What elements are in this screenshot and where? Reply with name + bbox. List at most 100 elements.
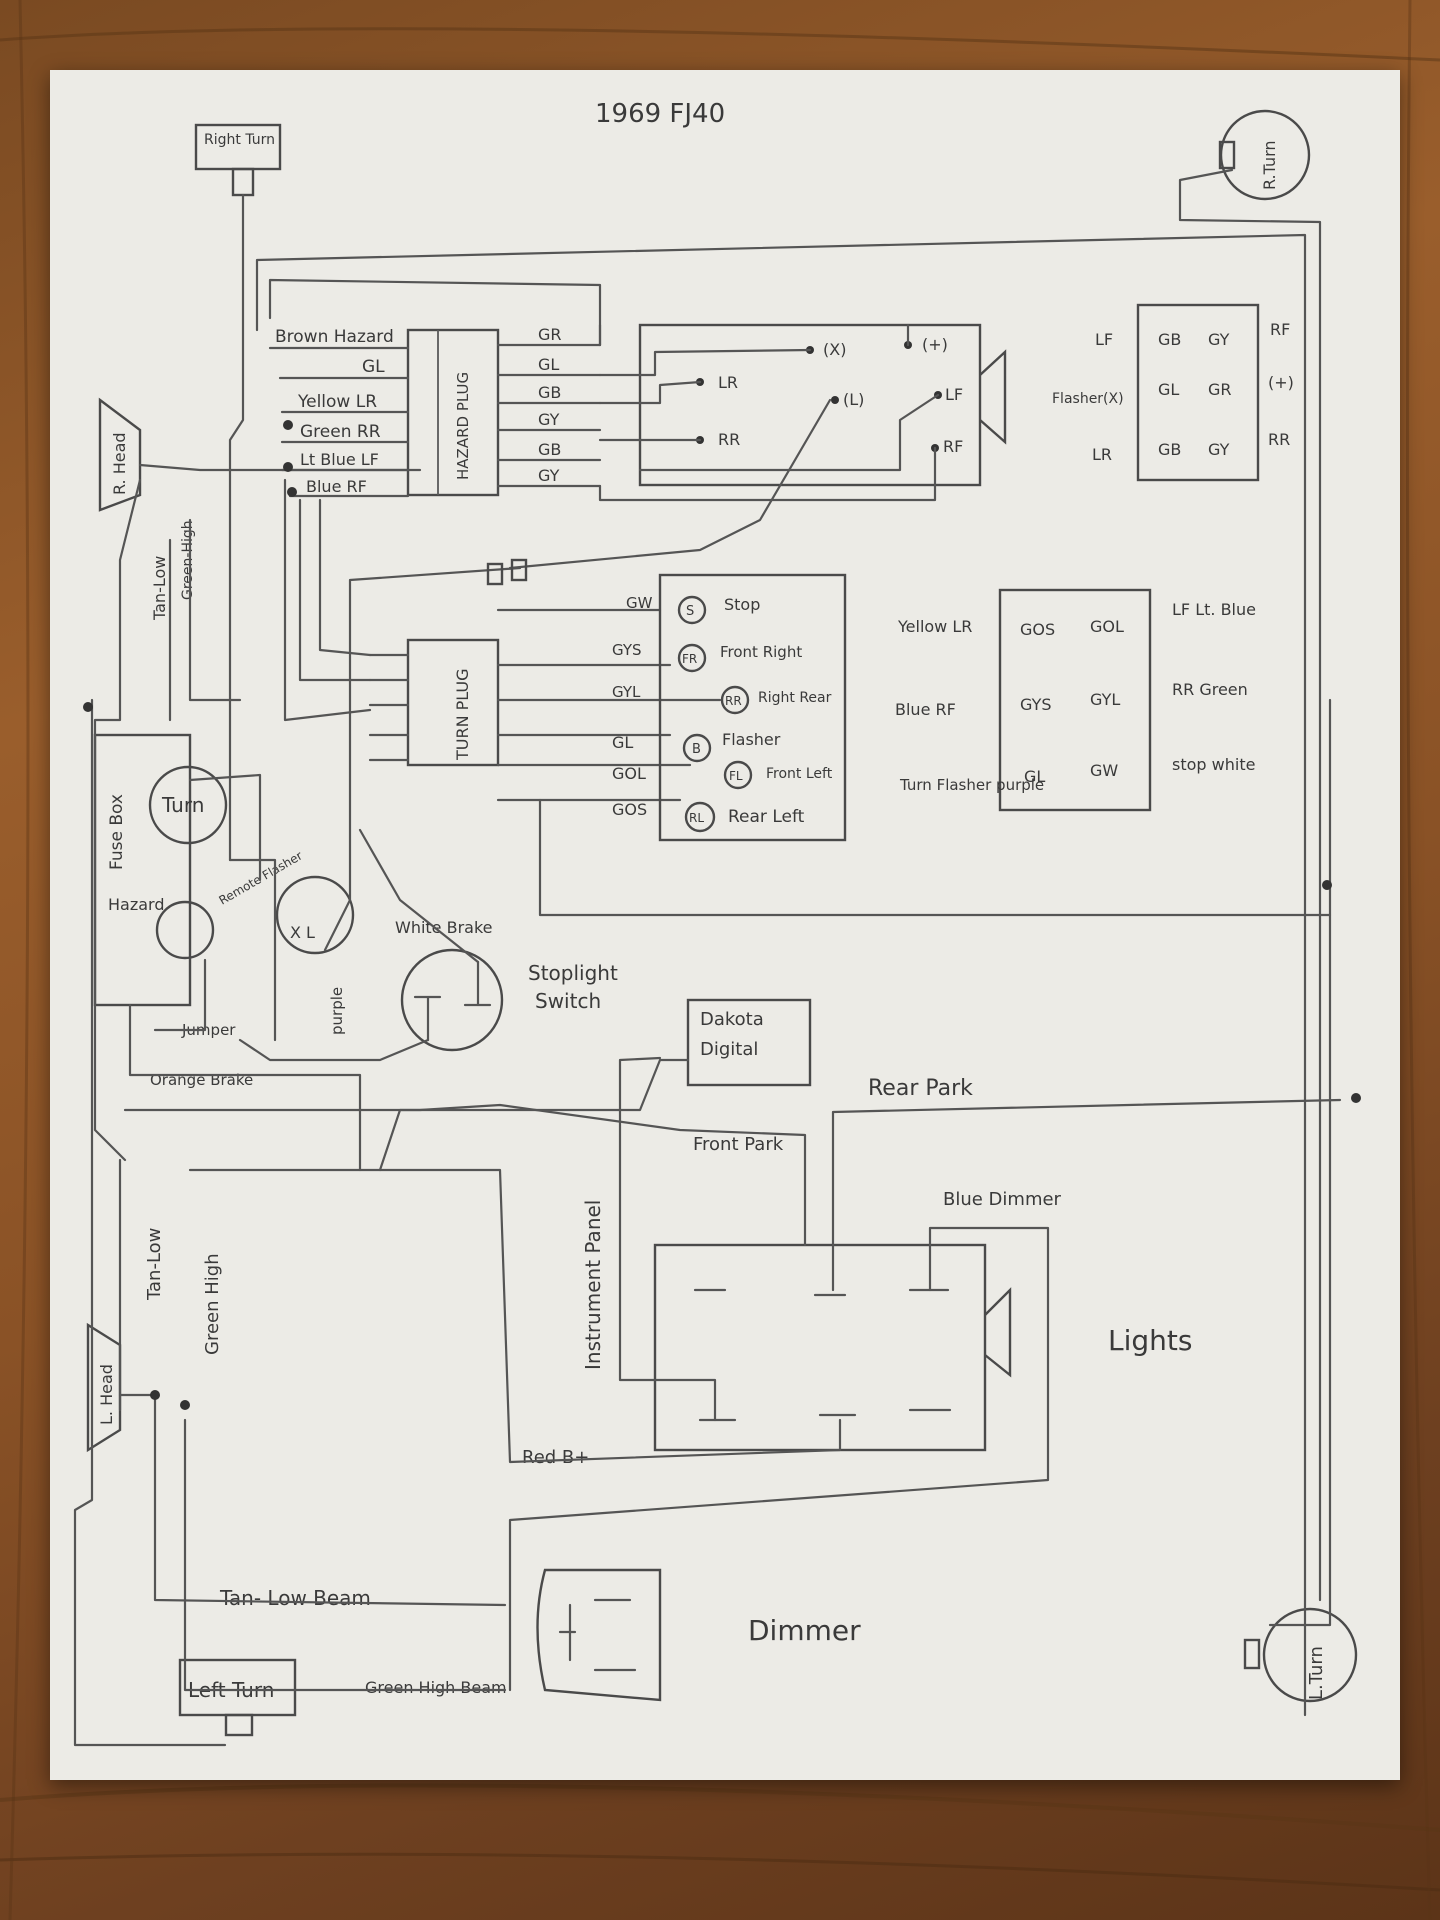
hazard-connector-box: [1136, 303, 1260, 482]
l-head-lamp: [86, 1322, 122, 1453]
turn-connector-right-3: stop white: [1172, 755, 1255, 774]
green-high-beam-label: Green High Beam: [365, 1678, 507, 1697]
purple-label: purple: [328, 987, 346, 1035]
diagram-title: 1969 FJ40: [595, 99, 725, 129]
left-turn-socket: [224, 1713, 254, 1737]
turn-wire-2: GYS: [612, 641, 642, 659]
right-turn-socket: [231, 167, 255, 197]
hazard-wire-left-5: Lt Blue LF: [300, 450, 379, 469]
hazard-plug-box: [406, 328, 500, 497]
r-turn-socket: [1218, 140, 1236, 170]
dimmer-label: Dimmer: [748, 1614, 861, 1647]
inline-connector-b: [510, 558, 528, 582]
turn-switch-terminals: [677, 595, 753, 833]
hazard-plug-label: HAZARD PLUG: [454, 372, 472, 480]
turn-flasher-label: Turn: [161, 793, 204, 817]
hazard-flasher-label: Hazard: [108, 895, 165, 914]
turn-wire-5: GOL: [612, 764, 646, 783]
hazard-connector-left-3: LR: [1092, 445, 1112, 464]
fuse-box-label: Fuse Box: [107, 794, 127, 870]
hazard-switch-plus: (+): [922, 335, 948, 354]
turn-connector-left-3: Turn Flasher purple: [899, 776, 1044, 794]
dakota-digital-box: [686, 998, 812, 1087]
l-turn-lamp: [1262, 1607, 1358, 1703]
turn-switch-label-6: Rear Left: [728, 807, 805, 827]
turn-switch-label-4: Flasher: [722, 730, 781, 749]
hazard-right-wires: [496, 343, 602, 488]
hazard-switch-knob: [979, 349, 1007, 445]
harness-wires: [73, 168, 1342, 1747]
turn-switch-label-1: Stop: [724, 595, 760, 614]
hazard-wire-right-6: GY: [538, 466, 560, 485]
dimmer-switch: [536, 1568, 662, 1702]
hazard-connector-cell-2a: GL: [1158, 380, 1179, 399]
turn-connector-cell-2b: GYL: [1090, 690, 1120, 709]
turn-wire-6: GOS: [612, 800, 647, 819]
dakota-label-1: Dakota: [700, 1009, 764, 1030]
hazard-connector-cell-1b: GY: [1208, 330, 1230, 349]
turn-connector-left-2: Blue RF: [895, 700, 956, 719]
hazard-wire-left-3: Yellow LR: [297, 392, 377, 412]
hazard-switch-x: (X): [823, 340, 846, 359]
hazard-switch-lf: LF: [945, 385, 963, 404]
green-high-bottom-label: Green High: [202, 1253, 223, 1355]
hazard-connector-cell-2b: GR: [1208, 380, 1232, 399]
r-head-lamp: [98, 397, 142, 512]
stoplight-label-2: Switch: [535, 989, 601, 1013]
l-turn-label: L.Turn: [1306, 1646, 1327, 1700]
hazard-switch-rf: RF: [943, 437, 963, 456]
turn-wire-3: GYL: [612, 683, 641, 701]
hazard-wire-right-1: GR: [538, 325, 562, 344]
turn-connector-cell-1a: GOS: [1020, 620, 1055, 639]
hazard-switch-terminals: [598, 323, 942, 502]
instrument-panel-label: Instrument Panel: [581, 1200, 605, 1370]
turn-switch-label-3: Right Rear: [758, 690, 832, 706]
turn-switch-code-2: FR: [682, 652, 697, 666]
turn-connector-cell-2a: GYS: [1020, 695, 1052, 714]
hazard-switch-lr: LR: [718, 373, 738, 392]
red-b-label: Red B+: [522, 1447, 589, 1468]
white-brake-label: White Brake: [395, 918, 493, 937]
l-turn-socket: [1243, 1638, 1261, 1670]
tan-low-beam-label: Tan- Low Beam: [219, 1586, 371, 1610]
remote-flasher-circle: [275, 875, 355, 955]
hazard-wire-right-4: GY: [538, 410, 560, 429]
turn-wire-4: GL: [612, 733, 633, 752]
hazard-switch-l: (L): [843, 390, 864, 409]
rear-park-label: Rear Park: [868, 1076, 973, 1101]
hazard-wire-right-2: GL: [538, 355, 559, 374]
turn-connector-cell-1b: GOL: [1090, 617, 1124, 636]
jumper-label: Jumper: [181, 1021, 236, 1039]
r-turn-label: R.Turn: [1260, 140, 1279, 190]
turn-flasher-circle: [148, 765, 228, 845]
stoplight-label-1: Stoplight: [528, 961, 618, 985]
inline-connector-a: [486, 562, 504, 586]
remote-flasher-pins: X L: [290, 923, 315, 942]
dakota-label-2: Digital: [700, 1039, 758, 1060]
orange-brake-label: Orange Brake: [150, 1071, 253, 1089]
hazard-connector-left-1: LF: [1095, 330, 1113, 349]
blue-dimmer-label: Blue Dimmer: [943, 1189, 1062, 1210]
right-turn-label: Right Turn: [204, 132, 275, 148]
turn-plug-wires: [368, 608, 722, 802]
hazard-connector-right-2: (+): [1268, 373, 1294, 392]
turn-plug-box: [406, 638, 500, 767]
hazard-switch-rr: RR: [718, 430, 740, 449]
hazard-switch-box: [638, 323, 982, 487]
turn-wire-1: GW: [626, 594, 653, 612]
turn-switch-label-5: Front Left: [766, 766, 833, 782]
hazard-connector-cell-3a: GB: [1158, 440, 1181, 459]
tan-low-bottom-label: Tan-Low: [144, 1228, 165, 1301]
stoplight-switch: [400, 948, 504, 1052]
hazard-wire-right-3: GB: [538, 383, 561, 402]
hazard-wire-left-2: GL: [362, 357, 385, 377]
r-head-label: R. Head: [110, 432, 129, 495]
hazard-wire-left-1: Brown Hazard: [275, 327, 394, 347]
hazard-connector-right-1: RF: [1270, 320, 1290, 339]
hazard-connector-cell-1a: GB: [1158, 330, 1181, 349]
turn-connector-box: [998, 588, 1152, 812]
turn-switch-box: [658, 573, 847, 842]
hazard-connector-right-3: RR: [1268, 430, 1290, 449]
turn-switch-code-4: B: [692, 742, 701, 757]
junction-dots: [83, 420, 1361, 1410]
